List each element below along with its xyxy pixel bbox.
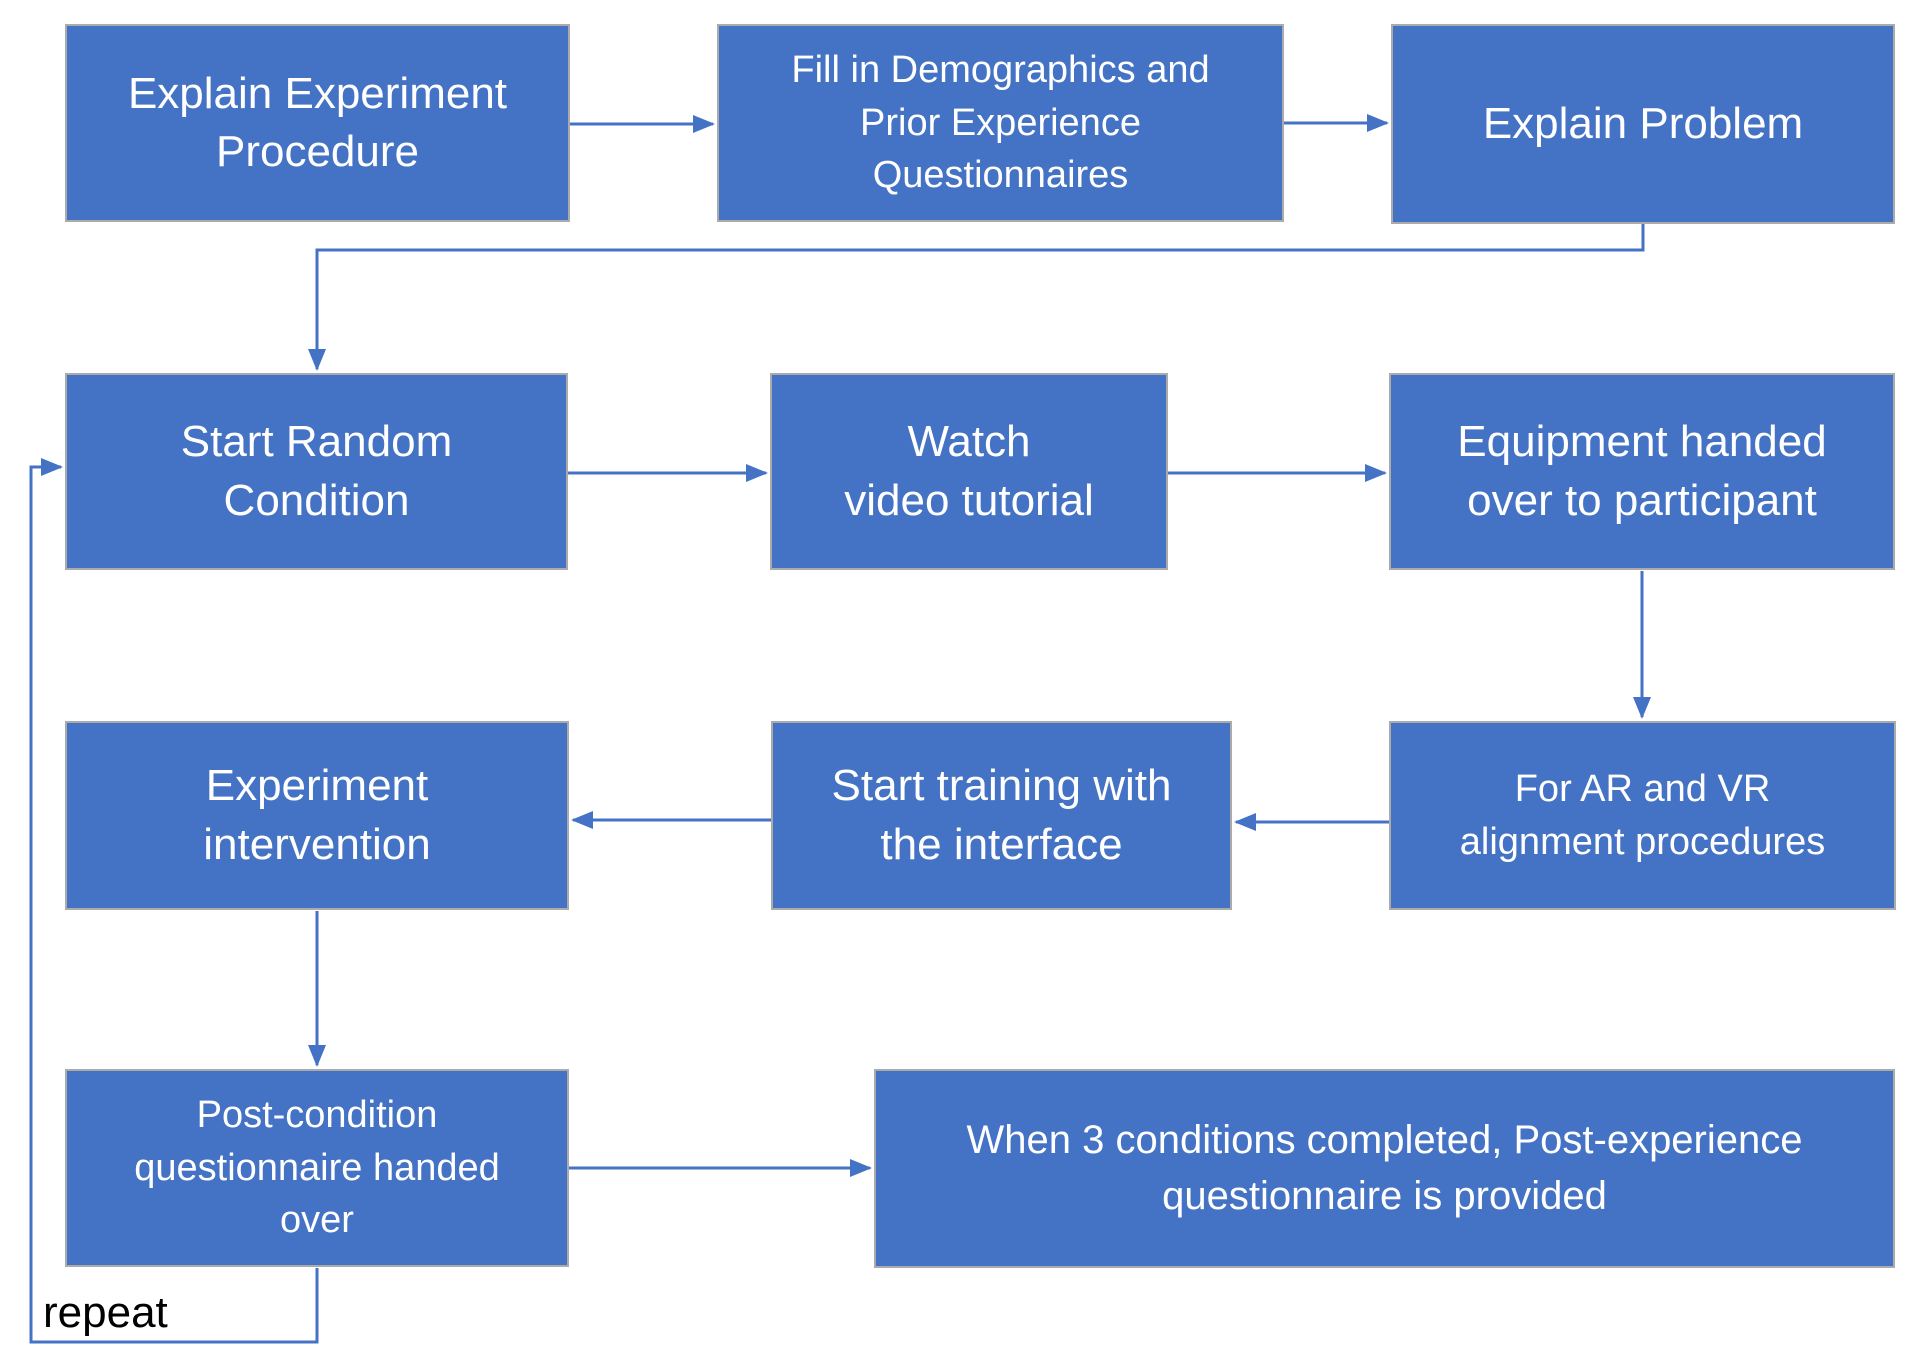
node-explain-experiment-procedure: Explain Experiment Procedure: [65, 24, 570, 222]
repeat-loop-label: repeat: [43, 1288, 168, 1337]
connector-repeat-loop: [29, 458, 319, 1344]
node-post-condition-questionnaire: Post-condition questionnaire handed over: [65, 1069, 569, 1267]
node-start-random-condition: Start Random Condition: [65, 373, 568, 570]
connector-problem-to-start-random-elbow: [308, 224, 1645, 371]
node-explain-problem: Explain Problem: [1391, 24, 1895, 224]
node-equipment-handed-over: Equipment handed over to participant: [1389, 373, 1895, 570]
node-start-training-interface: Start training with the interface: [771, 721, 1232, 910]
node-experiment-intervention: Experiment intervention: [65, 721, 569, 910]
node-watch-video-tutorial: Watch video tutorial: [770, 373, 1168, 570]
node-fill-in-questionnaires: Fill in Demographics and Prior Experienc…: [717, 24, 1284, 222]
node-for-ar-vr-alignment: For AR and VR alignment procedures: [1389, 721, 1896, 910]
node-post-experience-questionnaire: When 3 conditions completed, Post-experi…: [874, 1069, 1895, 1268]
